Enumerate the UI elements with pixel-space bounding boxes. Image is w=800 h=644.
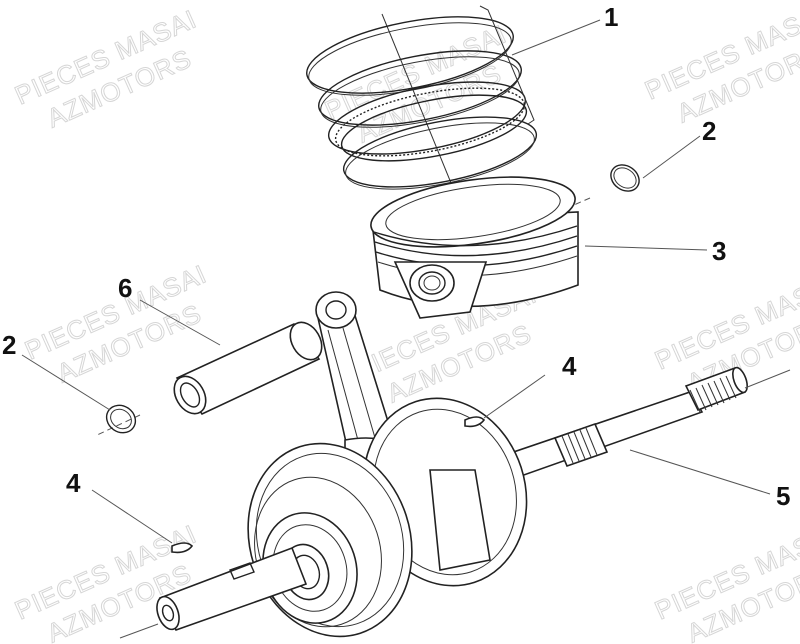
key-upper [464, 416, 486, 428]
leader-5 [629, 449, 771, 495]
circlip-left [105, 404, 137, 434]
callout-5: 5 [776, 481, 790, 511]
leader-6 [139, 299, 221, 346]
leader-4-lower [91, 489, 173, 544]
callout-6: 6 [118, 273, 132, 303]
ring-axis-line [381, 13, 461, 206]
leader-1 [511, 19, 601, 56]
callout-2-right: 2 [702, 116, 716, 146]
callout-3: 3 [712, 236, 726, 266]
ring-group-bracket [479, 5, 535, 125]
callout-1: 1 [604, 2, 618, 32]
callout-4-lower: 4 [66, 468, 81, 498]
key-lower [171, 542, 194, 554]
watermark: PIECES MASAI AZMOTORS [10, 3, 202, 134]
callout-labels: 1 2 2 3 4 4 5 6 [2, 2, 790, 511]
watermark: PIECES MASAI AZMOTORS [650, 518, 800, 644]
piston [370, 176, 579, 319]
callout-4-upper: 4 [562, 351, 577, 381]
leader-4-upper [483, 374, 546, 419]
leader-2-left [21, 354, 111, 411]
crankshaft-left-shaft [119, 546, 308, 639]
leader-3 [584, 245, 708, 251]
crankshaft-webs [247, 397, 528, 638]
leader-lines [21, 19, 771, 544]
piston-pin [94, 321, 323, 437]
leader-2-right [642, 135, 701, 179]
callout-2-left: 2 [2, 330, 16, 360]
watermark: PIECES MASAI AZMOTORS [640, 0, 800, 129]
piston-rings [306, 5, 538, 206]
